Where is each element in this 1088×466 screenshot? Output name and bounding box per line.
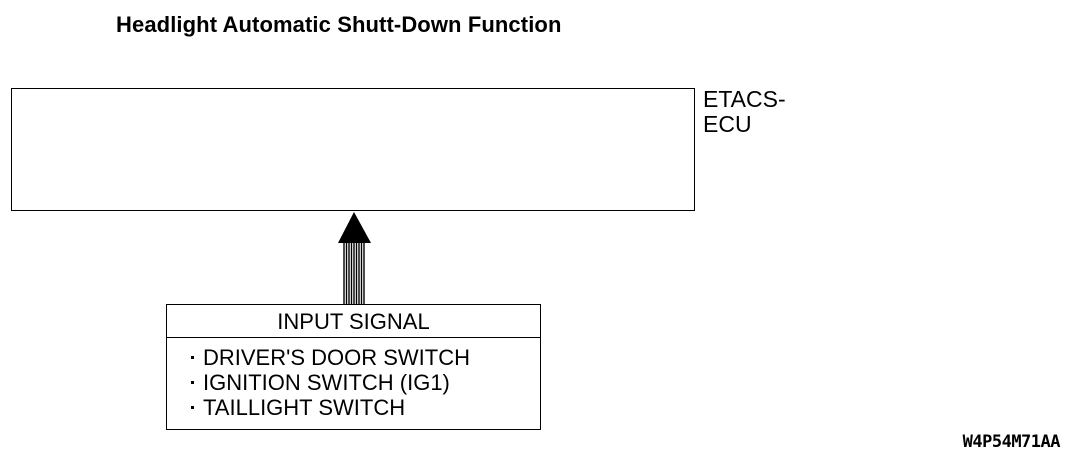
list-item: IGNITION SWITCH (IG1) xyxy=(187,370,540,395)
bullet-icon xyxy=(191,381,194,384)
figure-code: W4P54M71AA xyxy=(962,432,1061,452)
input-item-label: IGNITION SWITCH (IG1) xyxy=(203,370,450,395)
signal-arrow xyxy=(338,212,371,304)
list-item: DRIVER'S DOOR SWITCH xyxy=(187,345,540,370)
input-signal-header: INPUT SIGNAL xyxy=(167,305,540,338)
bullet-icon xyxy=(191,406,194,409)
input-signal-box: INPUT SIGNAL DRIVER'S DOOR SWITCH IGNITI… xyxy=(166,304,541,430)
ecu-label-line-1: ETACS- xyxy=(703,86,786,112)
list-item: TAILLIGHT SWITCH xyxy=(187,395,540,420)
arrow-head xyxy=(338,212,371,243)
input-item-label: DRIVER'S DOOR SWITCH xyxy=(203,345,470,370)
input-signal-list: DRIVER'S DOOR SWITCH IGNITION SWITCH (IG… xyxy=(167,338,540,420)
etacs-ecu-box xyxy=(11,88,695,211)
ecu-label-line-2: ECU xyxy=(703,111,752,137)
arrow-shaft xyxy=(343,243,365,304)
etacs-ecu-label: ETACS- ECU xyxy=(703,87,786,137)
bullet-icon xyxy=(191,356,194,359)
diagram-title: Headlight Automatic Shutt-Down Function xyxy=(116,12,562,37)
input-item-label: TAILLIGHT SWITCH xyxy=(203,395,406,420)
